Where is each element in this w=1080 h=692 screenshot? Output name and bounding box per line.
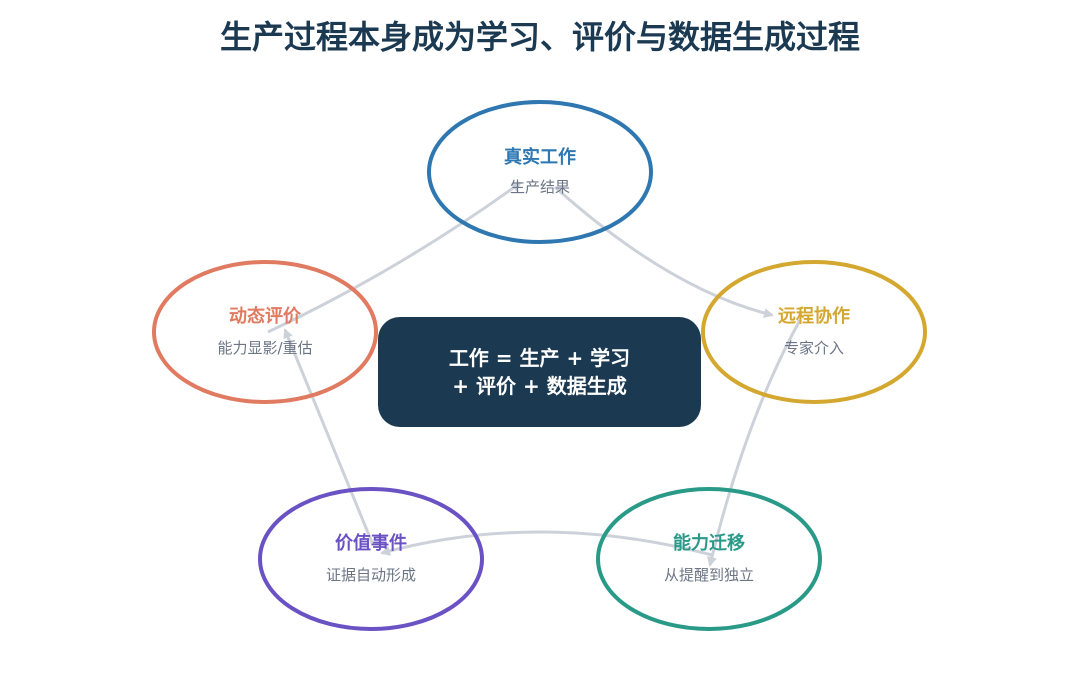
node-title: 能力迁移 xyxy=(673,532,745,554)
diagram-title: 生产过程本身成为学习、评价与数据生成过程 xyxy=(219,18,860,56)
node-subtitle: 专家介入 xyxy=(784,339,844,357)
center-formula-box: 工作 = 生产 + 学习 + 评价 + 数据生成 xyxy=(378,317,701,427)
node-title: 动态评价 xyxy=(229,305,302,327)
node-subtitle: 证据自动形成 xyxy=(326,566,416,584)
node-real-work: 真实工作 生产结果 xyxy=(427,100,653,244)
arrow-value-to-eval xyxy=(283,328,375,546)
node-title: 价值事件 xyxy=(335,532,407,554)
node-subtitle: 能力显影/重估 xyxy=(217,339,312,357)
arrows-group xyxy=(267,181,802,567)
center-formula-line2: + 评价 + 数据生成 xyxy=(452,374,627,398)
node-title: 远程协作 xyxy=(778,305,850,327)
arrow-collab-to-transfer xyxy=(707,319,802,567)
node-remote-collab: 远程协作 专家介入 xyxy=(701,260,927,404)
node-subtitle: 生产结果 xyxy=(510,178,570,196)
node-ability-transfer: 能力迁移 从提醒到独立 xyxy=(596,487,822,631)
center-formula-line1: 工作 = 生产 + 学习 xyxy=(448,346,631,370)
node-dynamic-eval: 动态评价 能力显影/重估 xyxy=(152,260,378,404)
arrow-work-to-collab xyxy=(553,185,774,318)
arrow-transfer-to-value xyxy=(380,530,713,557)
node-title: 真实工作 xyxy=(504,146,576,168)
arrow-eval-to-work xyxy=(267,181,522,334)
node-subtitle: 从提醒到独立 xyxy=(664,566,754,584)
node-value-event: 价值事件 证据自动形成 xyxy=(258,487,484,631)
